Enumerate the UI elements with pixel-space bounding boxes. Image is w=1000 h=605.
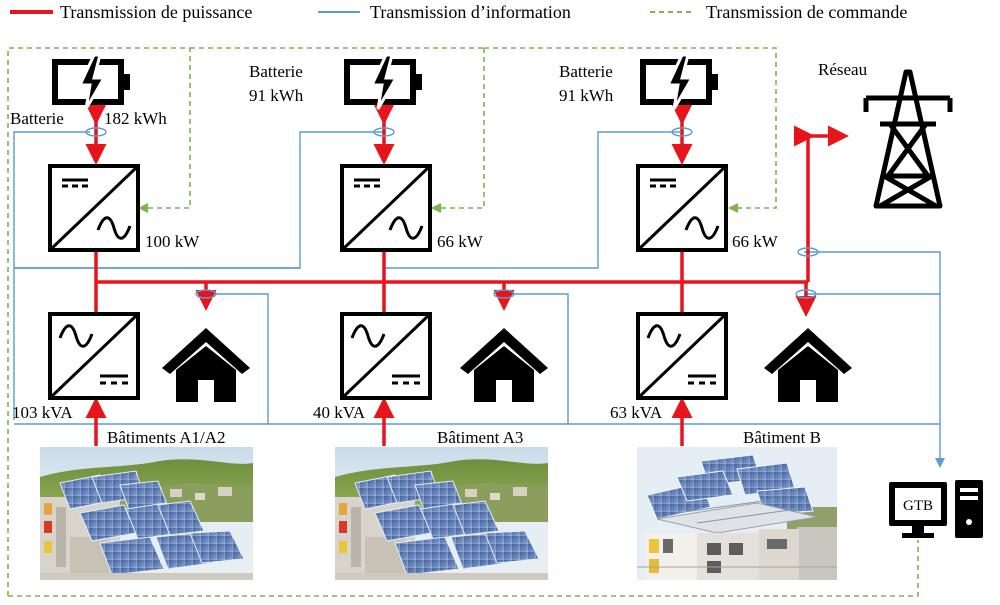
legend-power-label: Transmission de puissance: [60, 2, 252, 22]
building1-label: Bâtiments A1/A2: [107, 428, 226, 447]
building2-label: Bâtiment A3: [437, 428, 523, 447]
command-links: [7, 47, 919, 597]
gtb-label: GTB: [903, 498, 933, 514]
battery-charging-icon: [347, 55, 422, 109]
inverter2-power: 40 kVA: [313, 403, 366, 422]
solar-building-photo: [334, 446, 549, 581]
ac-dc-inverter-icon: [48, 312, 140, 400]
battery2-capacity: 91 kWh: [249, 86, 304, 105]
dc-ac-converter-icon: [636, 164, 728, 252]
information-links: [13, 131, 945, 468]
battery3-label: Batterie: [559, 62, 613, 81]
battery3-capacity: 91 kWh: [559, 86, 614, 105]
legend-info-label: Transmission d’information: [370, 2, 571, 22]
ac-dc-inverter-icon: [636, 312, 728, 400]
battery1-capacity: 182 kWh: [104, 109, 167, 128]
solar-building-photo: [636, 446, 838, 581]
ac-dc-inverter-icon: [340, 312, 432, 400]
converter1-power: 100 kW: [145, 232, 200, 251]
battery2-label: Batterie: [249, 62, 303, 81]
battery1-label: Batterie: [10, 109, 64, 128]
building3-label: Bâtiment B: [743, 428, 821, 447]
computer-icon: [889, 480, 983, 538]
dc-ac-converter-icon: [48, 164, 140, 252]
house-icon: [764, 328, 852, 402]
sensors: [85, 127, 819, 299]
converter2-power: 66 kW: [437, 232, 484, 251]
power-pylon-icon: [863, 69, 953, 209]
dc-ac-converter-icon: [340, 164, 432, 252]
inverter3-power: 63 kVA: [610, 403, 663, 422]
solar-building-photo: [39, 446, 254, 581]
battery-charging-icon: [55, 55, 130, 109]
legend: Transmission de puissance Transmission d…: [10, 2, 907, 22]
house-icon: [162, 328, 250, 402]
legend-command-label: Transmission de commande: [706, 2, 907, 22]
converter3-power: 66 kW: [732, 232, 779, 251]
grid-label: Réseau: [818, 60, 868, 79]
power-links: [85, 104, 849, 446]
house-icon: [460, 328, 548, 402]
inverter1-power: 103 kVA: [12, 403, 73, 422]
battery-charging-icon: [643, 55, 718, 109]
